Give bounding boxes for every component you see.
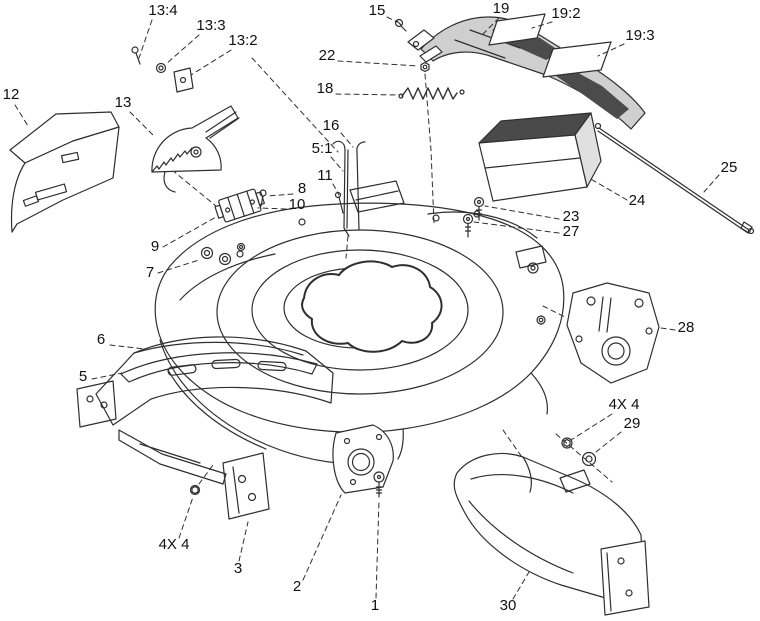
callout-28-leader bbox=[660, 327, 676, 331]
part-30-rear-housing bbox=[453, 452, 650, 616]
part-28-plate bbox=[566, 282, 660, 384]
part-2-cover-plate bbox=[332, 424, 394, 494]
part-13-2-bracket bbox=[173, 67, 194, 93]
callout-19-2: 19:2 bbox=[551, 5, 580, 22]
callout-13-2: 13:2 bbox=[228, 32, 257, 49]
callout-6: 6 bbox=[97, 331, 105, 348]
callout-15: 15 bbox=[369, 2, 386, 19]
part-5-1-rod bbox=[332, 140, 350, 237]
callout-23: 23 bbox=[563, 208, 580, 225]
callout-13-4-leader bbox=[138, 19, 153, 59]
callout-5-leader bbox=[91, 372, 123, 380]
callout-4x4-left-leader bbox=[178, 496, 194, 539]
callout-19-leader bbox=[482, 17, 500, 35]
callout-7: 7 bbox=[146, 264, 154, 281]
callout-30: 30 bbox=[500, 597, 517, 614]
callout-6-leader bbox=[109, 344, 146, 350]
callout-22-leader bbox=[337, 60, 419, 67]
part-12-side-chute-cover bbox=[9, 111, 120, 233]
callout-9-leader bbox=[162, 216, 217, 248]
callout-19-3-leader bbox=[597, 43, 625, 57]
callout-19-2-leader bbox=[531, 21, 553, 29]
part-4-bolt-right bbox=[561, 437, 573, 449]
part-13-3-grommet bbox=[155, 62, 167, 74]
callout-11-leader bbox=[332, 183, 340, 196]
part-19-2-panel bbox=[488, 13, 546, 46]
callout-2: 2 bbox=[293, 578, 301, 595]
part-19-handle-bracket bbox=[407, 16, 646, 130]
callout-25-leader bbox=[703, 174, 720, 193]
callout-27: 27 bbox=[563, 223, 580, 240]
callout-3: 3 bbox=[234, 560, 242, 577]
callout-24: 24 bbox=[629, 192, 646, 209]
callout-9: 9 bbox=[151, 238, 159, 255]
callout-13-3: 13:3 bbox=[196, 17, 225, 34]
part-8-screw bbox=[259, 189, 267, 207]
callout-13-3-leader bbox=[165, 34, 200, 65]
part-15-bolt bbox=[394, 18, 407, 32]
callout-7-leader bbox=[157, 259, 200, 274]
part-4-bolt-left bbox=[189, 484, 201, 496]
callout-5-1-leader bbox=[330, 156, 344, 172]
callout-1: 1 bbox=[371, 597, 379, 614]
callout-25: 25 bbox=[721, 159, 738, 176]
callout-23-leader bbox=[484, 205, 560, 220]
part-13-lever-assembly bbox=[151, 105, 240, 193]
callout-4x4-right-leader bbox=[570, 413, 613, 441]
part-24-housing-box bbox=[478, 112, 602, 202]
part-5-front-baffle bbox=[95, 336, 334, 426]
callout-15-leader bbox=[386, 16, 398, 23]
part-16-rod bbox=[356, 141, 366, 231]
part-3-support-bracket bbox=[76, 380, 270, 520]
part-deck-housing bbox=[154, 180, 565, 465]
part-23-bolt bbox=[473, 196, 485, 221]
callout-18: 18 bbox=[317, 80, 334, 97]
callout-11: 11 bbox=[317, 167, 333, 184]
callout-13: 13 bbox=[115, 94, 132, 111]
callout-5-1: 5:1 bbox=[312, 140, 333, 157]
part-9-bracket bbox=[214, 188, 265, 223]
callout-19: 19 bbox=[493, 0, 510, 17]
callout-8: 8 bbox=[298, 180, 306, 197]
callout-13-2-leader bbox=[190, 49, 232, 76]
callout-5: 5 bbox=[79, 368, 87, 385]
callout-12-leader bbox=[14, 104, 29, 127]
part-19-3-panel bbox=[542, 41, 612, 78]
callout-1-leader bbox=[375, 499, 380, 599]
callout-13-leader bbox=[129, 111, 156, 138]
part-6-deck-lip bbox=[120, 352, 318, 383]
callout-12: 12 bbox=[3, 86, 20, 103]
callout-16-leader bbox=[340, 132, 354, 148]
part-22-nut bbox=[420, 61, 430, 73]
callout-4x4-right: 4X 4 bbox=[609, 396, 640, 413]
part-25-rod bbox=[594, 122, 755, 235]
callout-22: 22 bbox=[319, 47, 336, 64]
callout-30-leader bbox=[512, 571, 530, 600]
part-18-spring bbox=[398, 87, 465, 100]
callout-18-leader bbox=[335, 93, 401, 96]
callout-10: 10 bbox=[289, 196, 306, 213]
callout-29-leader bbox=[595, 431, 622, 453]
callout-24-leader bbox=[588, 177, 628, 201]
part-27-bolt bbox=[462, 213, 474, 238]
part-7-washers bbox=[200, 242, 246, 266]
construction-lines bbox=[171, 57, 613, 485]
part-13-4-screw bbox=[131, 46, 141, 65]
callout-28: 28 bbox=[678, 319, 695, 336]
callout-29: 29 bbox=[624, 415, 641, 432]
part-11-pin bbox=[334, 191, 344, 214]
callout-4x4-left: 4X 4 bbox=[159, 536, 190, 553]
callout-2-leader bbox=[302, 494, 342, 581]
callout-8-leader bbox=[266, 193, 294, 197]
callout-16: 16 bbox=[323, 117, 340, 134]
callout-27-leader bbox=[473, 221, 560, 234]
part-1-bolt bbox=[373, 471, 385, 498]
callout-10-leader bbox=[257, 207, 287, 210]
callout-19-3: 19:3 bbox=[625, 27, 654, 44]
callout-3-leader bbox=[238, 521, 249, 562]
callout-13-4: 13:4 bbox=[148, 2, 177, 19]
part-29-washer bbox=[581, 451, 597, 467]
